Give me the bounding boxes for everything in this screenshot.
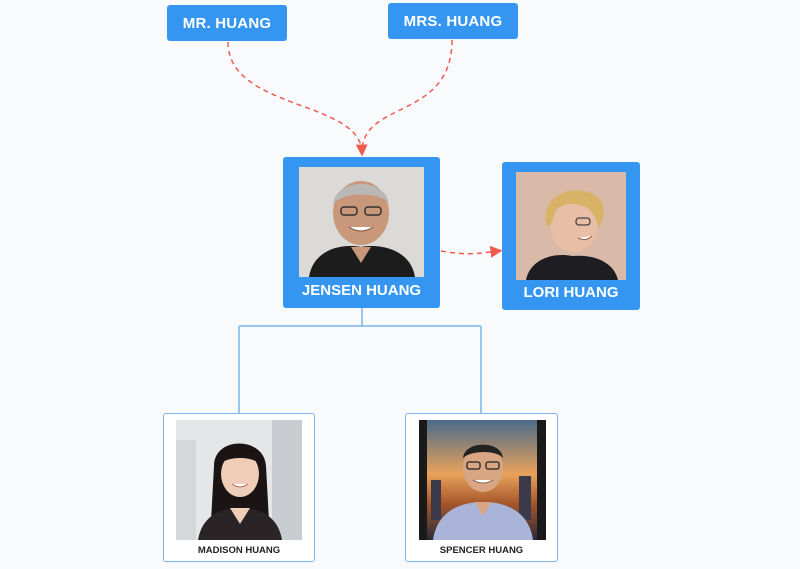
mother-name: MRS. HUANG [403,12,503,30]
portrait-photo-icon [516,172,626,280]
child-name-spencer: SPENCER HUANG [439,545,524,556]
portrait-photo-icon [299,167,424,277]
children-link [238,308,482,414]
father-node[interactable]: MR. HUANG [167,5,287,41]
mother-link [361,39,453,153]
child-node-spencer[interactable]: SPENCER HUANG [405,413,558,562]
mother-node[interactable]: MRS. HUANG [388,3,518,39]
main-person-name: JENSEN HUANG [301,282,422,299]
spouse-link [440,245,503,258]
portrait-photo-icon [419,420,546,540]
child-name-madison: MADISON HUANG [197,545,281,556]
father-link [227,41,368,157]
portrait-photo-icon [176,420,302,540]
spouse-name: LORI HUANG [523,284,619,301]
spouse-node[interactable]: LORI HUANG [502,162,640,310]
main-person-node[interactable]: JENSEN HUANG [283,157,440,308]
father-name: MR. HUANG [182,14,272,32]
child-node-madison[interactable]: MADISON HUANG [163,413,315,562]
